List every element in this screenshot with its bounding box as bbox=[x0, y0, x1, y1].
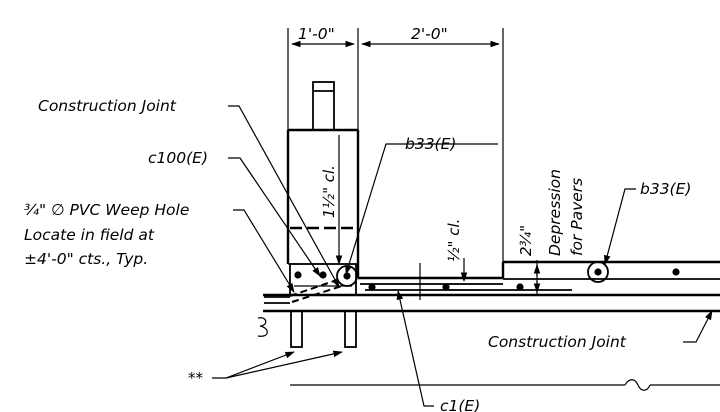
dimension-lines bbox=[287, 28, 504, 262]
pvc-weep-hole-pipe bbox=[289, 278, 343, 303]
cover-wall-text: 1½" cl. bbox=[320, 165, 338, 218]
label-construction-joint-top: Construction Joint bbox=[38, 97, 177, 115]
label-b33-wall: b33(E) bbox=[405, 135, 456, 153]
bottom-reference-line bbox=[290, 379, 720, 391]
depression-label-line1: Depression bbox=[546, 169, 564, 256]
slab-section bbox=[257, 258, 720, 337]
depression-label-line2: for Pavers bbox=[568, 178, 586, 256]
dim-wall-width: 1'-0" bbox=[298, 25, 335, 43]
label-double-asterisk: ** bbox=[188, 369, 204, 387]
cover-slab-text: ½" cl. bbox=[445, 219, 463, 262]
label-c1: c1(E) bbox=[440, 397, 480, 412]
wall-base bbox=[264, 263, 357, 348]
depression-dim-text: 2¾" bbox=[517, 225, 535, 256]
dowel-extension bbox=[312, 81, 335, 131]
label-weep-hole-line3: ±4'-0" cts., Typ. bbox=[24, 250, 148, 268]
rebar-dots bbox=[294, 261, 680, 291]
leaders bbox=[212, 105, 713, 407]
label-weep-hole-line2: Locate in field at bbox=[24, 226, 155, 244]
label-construction-joint-bottom: Construction Joint bbox=[488, 333, 627, 351]
label-b33-slab: b33(E) bbox=[640, 180, 691, 198]
label-weep-hole-line1: ¾" ∅ PVC Weep Hole bbox=[24, 201, 189, 219]
label-c100: c100(E) bbox=[148, 149, 208, 167]
dim-offset: 2'-0" bbox=[411, 25, 448, 43]
